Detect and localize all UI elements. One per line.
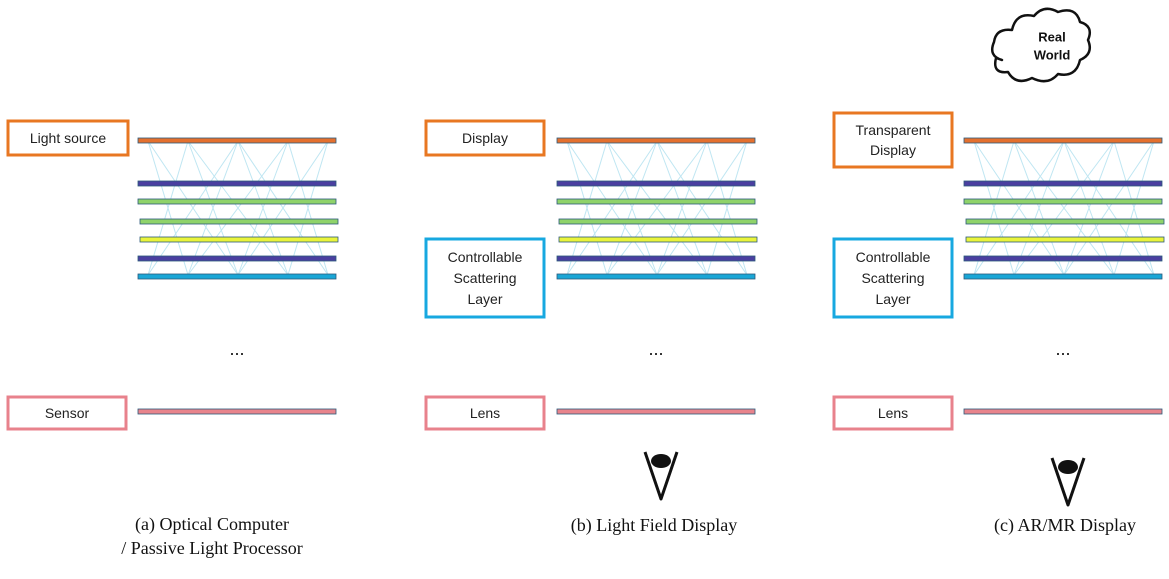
light-rays <box>973 140 1155 276</box>
eye-icon <box>643 451 679 501</box>
layer-4 <box>139 218 339 225</box>
scattering-layer-text: Scattering <box>453 270 516 286</box>
layer-7 <box>963 273 1163 280</box>
bottom-label-text: Sensor <box>45 405 90 421</box>
scattering-layer-text: Controllable <box>448 249 523 265</box>
bottom-label-text: Lens <box>878 405 908 421</box>
ray-line <box>237 140 329 276</box>
ray-line <box>973 140 1065 276</box>
layer-6 <box>556 255 756 262</box>
scattering-layer-text: Controllable <box>856 249 931 265</box>
layer-7 <box>137 273 337 280</box>
ray-line <box>706 140 748 276</box>
bottom-label-box <box>6 395 128 431</box>
cloud-label: Real <box>1038 30 1065 45</box>
ray-line <box>566 140 608 276</box>
top-label-text: Transparent <box>856 122 931 138</box>
scattering-layer-text: Layer <box>467 291 502 307</box>
ray-line <box>1063 140 1155 276</box>
layer-3 <box>963 198 1163 205</box>
layer-1 <box>137 137 337 144</box>
ray-line <box>147 140 239 276</box>
top-label-box <box>6 119 130 157</box>
layer-6 <box>963 255 1163 262</box>
scattering-layer-text: Scattering <box>861 270 924 286</box>
ray-line <box>973 140 1015 276</box>
bottom-label-box <box>832 395 954 431</box>
cloud-icon <box>991 7 1091 83</box>
ray-line <box>1013 140 1115 276</box>
layer-2 <box>137 180 337 187</box>
bottom-layer <box>556 408 756 415</box>
ray-line <box>237 140 289 276</box>
panel-b: ... DisplayControllableScatteringLayerLen… <box>424 119 758 536</box>
caption: / Passive Light Processor <box>121 538 303 558</box>
ray-line <box>187 140 289 276</box>
ray-line <box>187 140 239 276</box>
caption: (b) Light Field Display <box>571 515 737 536</box>
top-label-text: Light source <box>30 130 106 146</box>
light-rays <box>566 140 748 276</box>
layer-5 <box>139 236 339 243</box>
top-label-box <box>424 119 546 157</box>
scattering-layer-box <box>832 237 954 319</box>
layer-5 <box>965 236 1165 243</box>
layer-2 <box>963 180 1163 187</box>
ray-line <box>287 140 329 276</box>
layer-5 <box>558 236 758 243</box>
ray-line <box>147 140 189 276</box>
layer-4 <box>965 218 1165 225</box>
layer-1 <box>963 137 1163 144</box>
layer-1 <box>556 137 756 144</box>
ray-line <box>1013 140 1065 276</box>
panel-c: ... TransparentDisplayControllableScatter… <box>832 7 1165 536</box>
layer-7 <box>556 273 756 280</box>
layer-3 <box>137 198 337 205</box>
layer-3 <box>556 198 756 205</box>
ellipsis: ... <box>1055 339 1070 359</box>
top-label-text: Display <box>870 142 916 158</box>
light-rays <box>147 140 329 276</box>
bottom-label-box <box>424 395 546 431</box>
top-label-box <box>832 111 954 169</box>
bottom-layer <box>963 408 1163 415</box>
scattering-layer-box <box>424 237 546 319</box>
caption: (a) Optical Computer <box>135 514 289 535</box>
ray-line <box>566 140 658 276</box>
ellipsis: ... <box>229 339 244 359</box>
caption: (c) AR/MR Display <box>994 515 1136 536</box>
eye-icon <box>1050 457 1086 507</box>
ray-line <box>656 140 708 276</box>
layer-2 <box>556 180 756 187</box>
ray-line <box>1113 140 1155 276</box>
ray-line <box>656 140 748 276</box>
ray-line <box>1063 140 1115 276</box>
bottom-layer <box>137 408 337 415</box>
layer-6 <box>137 255 337 262</box>
top-label-text: Display <box>462 130 508 146</box>
cloud-label: World <box>1034 48 1071 63</box>
layer-4 <box>558 218 758 225</box>
ray-line <box>606 140 658 276</box>
ray-line <box>606 140 708 276</box>
bottom-label-text: Lens <box>470 405 500 421</box>
ellipsis: ... <box>648 339 663 359</box>
scattering-layer-text: Layer <box>875 291 910 307</box>
